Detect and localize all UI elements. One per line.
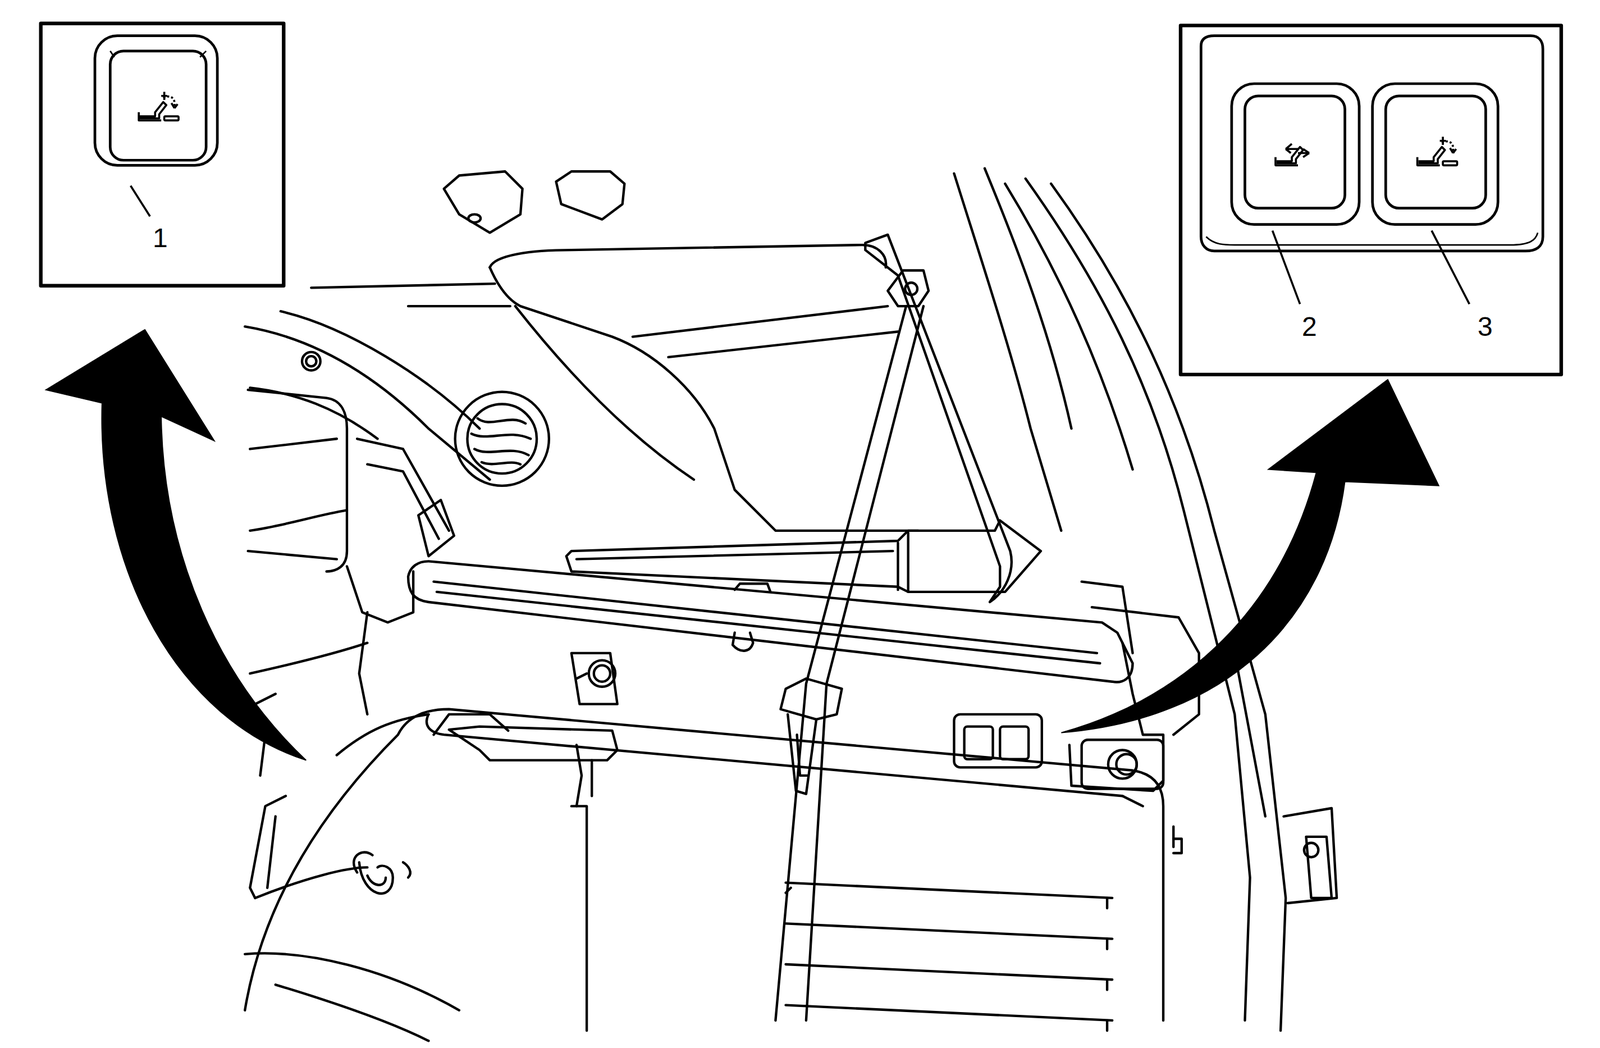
callout-number: 1: [152, 224, 168, 252]
callout-number: 2: [1301, 313, 1318, 341]
callout-number: 3: [1477, 313, 1493, 341]
